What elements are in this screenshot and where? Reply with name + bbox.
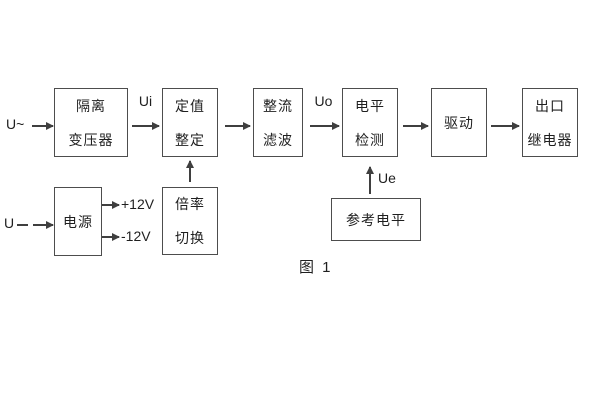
block-value-setting-line1: 定值 <box>175 97 205 114</box>
minus-12v-label: -12V <box>121 228 151 244</box>
plus-12v-label: +12V <box>121 196 155 212</box>
block-power-supply-label: 电源 <box>63 213 93 230</box>
block-ratio-switch-line1: 倍率 <box>175 196 205 212</box>
right-arrow-icon <box>102 201 120 209</box>
block-output-relay: 出口 继电器 <box>522 88 578 157</box>
up-arrow-icon <box>366 166 374 194</box>
block-level-detection: 电平 检测 <box>342 88 398 157</box>
block-output-relay-line2: 继电器 <box>527 131 573 148</box>
block-rectifier-filter-line2: 滤波 <box>263 131 293 148</box>
block-isolation-transformer-line1: 隔离 <box>76 97 106 114</box>
block-level-detection-line1: 电平 <box>355 97 385 114</box>
block-value-setting-line2: 整定 <box>175 131 205 148</box>
ui-signal-label: Ui <box>138 93 153 109</box>
dc-input-label: U <box>4 215 15 231</box>
right-arrow-icon <box>225 122 251 130</box>
block-ratio-switch-line2: 切换 <box>175 230 205 246</box>
block-output-relay-line1: 出口 <box>535 97 565 114</box>
right-arrow-icon <box>33 221 54 229</box>
block-rectifier-filter: 整流 滤波 <box>253 88 303 157</box>
block-ratio-switch: 倍率 切换 <box>162 187 218 255</box>
right-arrow-icon <box>403 122 429 130</box>
block-drive: 驱动 <box>431 88 487 157</box>
block-rectifier-filter-line1: 整流 <box>263 97 293 114</box>
block-power-supply: 电源 <box>54 187 102 256</box>
right-arrow-icon <box>32 122 54 130</box>
right-arrow-icon <box>310 122 340 130</box>
block-value-setting: 定值 整定 <box>162 88 218 157</box>
ac-input-label: U~ <box>6 116 25 132</box>
block-isolation-transformer-line2: 变压器 <box>68 131 114 148</box>
right-arrow-icon <box>102 233 120 241</box>
block-reference-level: 参考电平 <box>331 198 421 241</box>
figure-caption: 图 1 <box>299 259 333 276</box>
ue-signal-label: Ue <box>378 170 396 186</box>
right-arrow-icon <box>491 122 520 130</box>
dc-dash-icon <box>17 224 28 226</box>
block-drive-label: 驱动 <box>444 114 474 131</box>
block-reference-level-label: 参考电平 <box>346 211 406 228</box>
block-level-detection-line2: 检测 <box>355 131 385 148</box>
right-arrow-icon <box>132 122 160 130</box>
uo-signal-label: Uo <box>314 93 333 109</box>
block-isolation-transformer: 隔离 变压器 <box>54 88 128 157</box>
up-arrow-icon <box>186 160 194 182</box>
